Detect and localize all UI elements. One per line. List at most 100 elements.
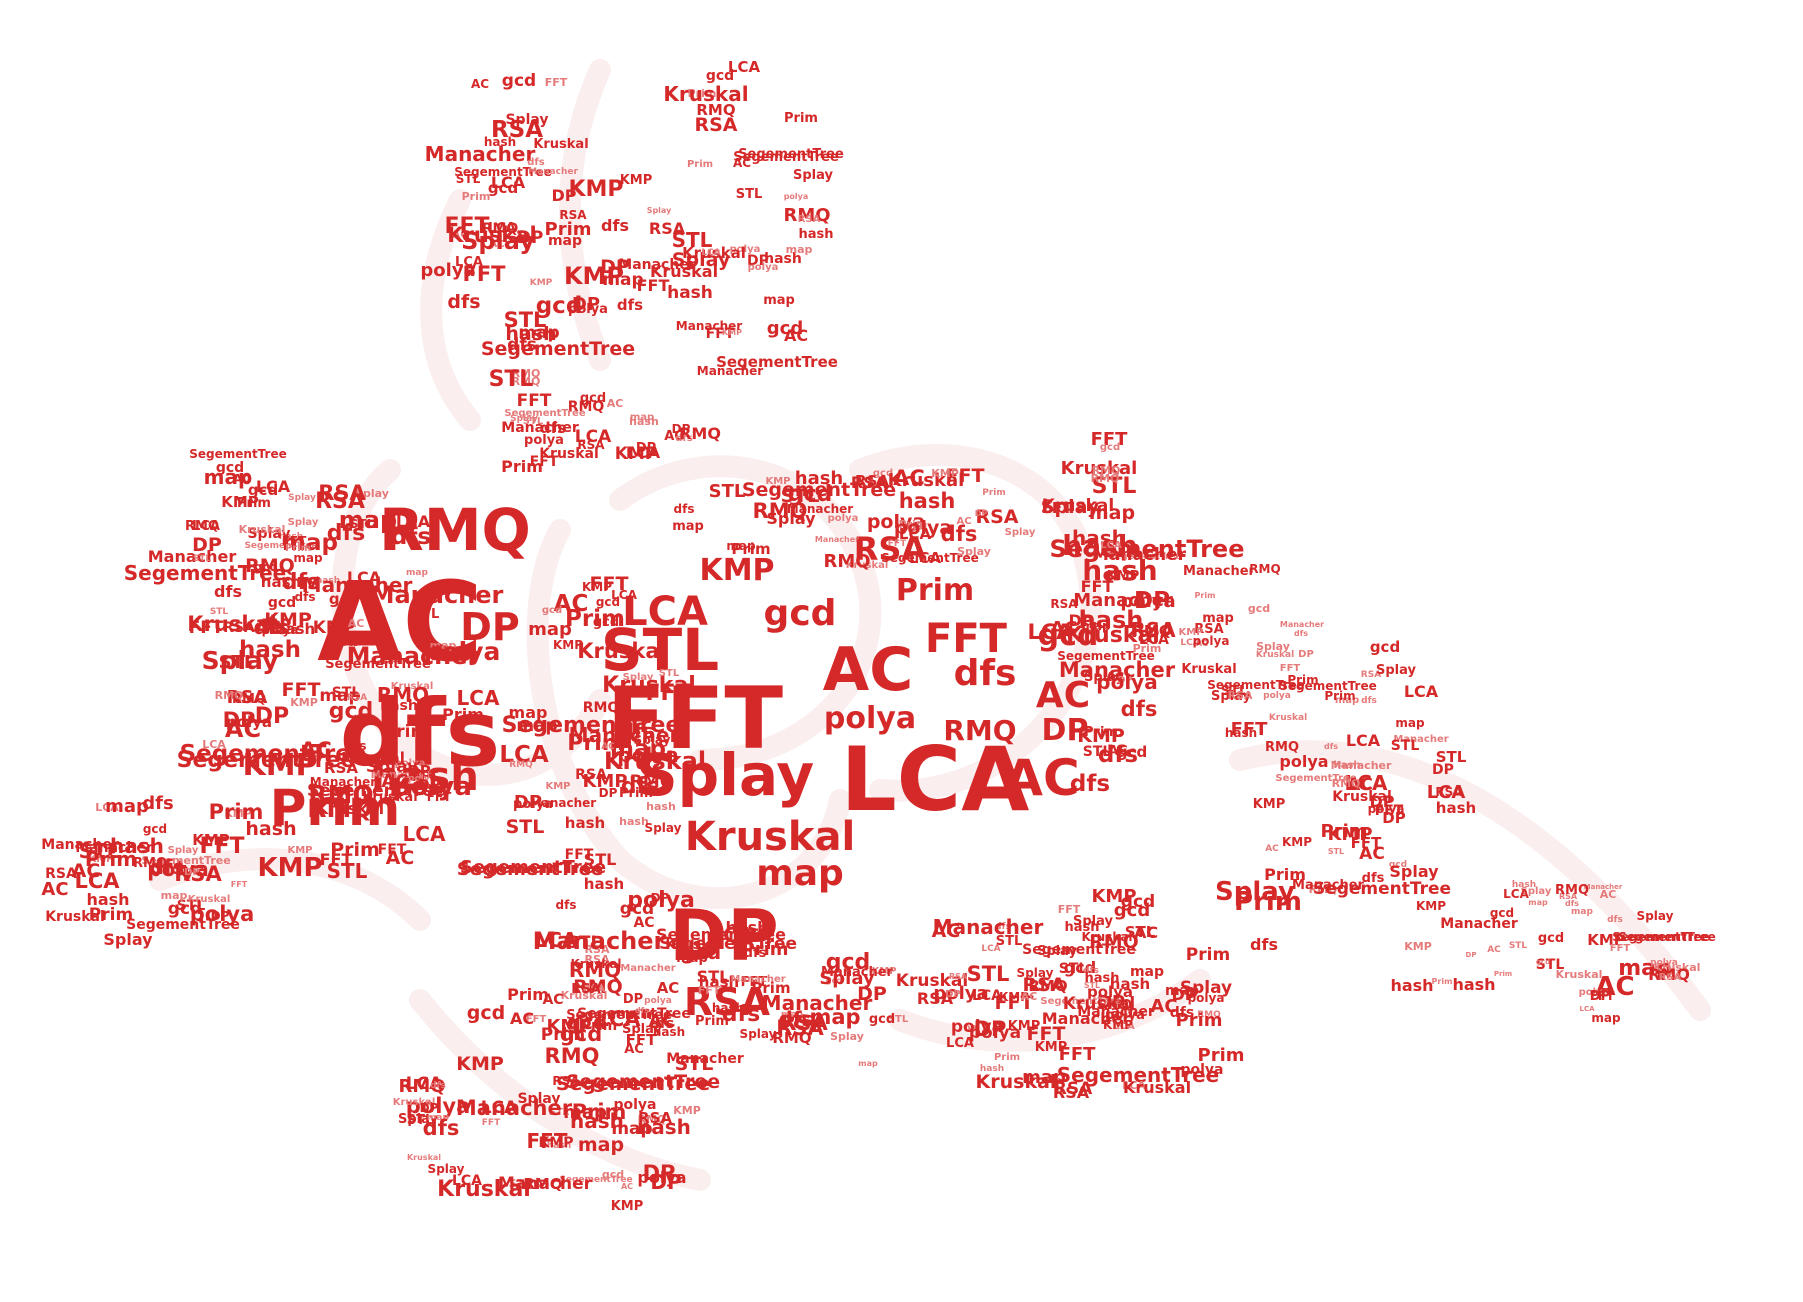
- cloud-word: Kruskal: [1654, 961, 1701, 974]
- cloud-word: STL: [1328, 847, 1344, 856]
- cloud-word: KMP: [1404, 940, 1432, 953]
- cloud-word: gcd: [826, 976, 842, 985]
- cloud-word: map: [1571, 907, 1593, 917]
- cloud-word: map: [602, 270, 643, 290]
- cloud-word: Prim: [695, 1014, 729, 1029]
- cloud-word: RSA: [552, 1074, 580, 1088]
- cloud-word: Splay: [1256, 640, 1290, 653]
- cloud-word: SegementTree: [559, 1175, 632, 1185]
- cloud-word: KMP: [1107, 569, 1140, 584]
- cloud-word: AC: [956, 516, 971, 527]
- cloud-word: Prim: [687, 159, 713, 170]
- cloud-word: STL: [210, 607, 229, 617]
- cloud-word: polya: [406, 1094, 471, 1118]
- cloud-word: Kruskal: [539, 446, 599, 462]
- cloud-word: map: [858, 1059, 878, 1068]
- cloud-word: STL: [888, 1014, 909, 1025]
- cloud-word: KMP: [1587, 931, 1625, 949]
- cloud-word: map: [105, 796, 149, 817]
- cloud-word: AC: [542, 992, 563, 1008]
- cloud-word: polya: [1579, 987, 1610, 998]
- cloud-word: Splay: [168, 845, 199, 856]
- cloud-word: gcd: [329, 699, 374, 724]
- cloud-word: FFT: [282, 679, 321, 701]
- cloud-word: dfs: [430, 1081, 446, 1091]
- cloud-word: RSA: [347, 693, 367, 703]
- cloud-word: Manacher: [528, 167, 578, 177]
- cloud-word: LCA: [728, 58, 761, 76]
- cloud-word: KMP: [1416, 899, 1446, 913]
- cloud-word: Kruskal: [846, 560, 889, 571]
- cloud-word: gcd: [1538, 931, 1564, 946]
- cloud-word: AC: [1196, 639, 1208, 648]
- cloud-word: Kruskal: [896, 971, 968, 991]
- cloud-word: map: [516, 716, 557, 736]
- cloud-word: polya: [951, 1017, 1003, 1037]
- cloud-word: Kruskal: [393, 1097, 436, 1108]
- cloud-word: Kruskal: [187, 612, 276, 636]
- cloud-word: STL: [1092, 474, 1137, 499]
- cloud-word: Splay: [645, 821, 682, 835]
- cloud-word: STL: [1221, 684, 1248, 699]
- cloud-word: Manacher: [618, 257, 696, 273]
- cloud-word: Splay: [1017, 966, 1054, 980]
- cloud-word: AC: [621, 1182, 633, 1191]
- cloud-word: map: [509, 703, 548, 722]
- cloud-word: RMQ: [1265, 740, 1299, 755]
- cloud-word: LCA: [1180, 638, 1199, 648]
- cloud-word: Manacher: [456, 1096, 573, 1120]
- cloud-word: Kruskal: [362, 790, 417, 805]
- cloud-word: STL: [601, 616, 719, 684]
- cloud-word: polya: [1368, 802, 1405, 816]
- cloud-word: SegementTree: [716, 353, 838, 371]
- cloud-word: DP: [460, 605, 519, 649]
- cloud-word: RMQ: [1332, 777, 1361, 790]
- cloud-word: Manacher: [666, 1051, 744, 1067]
- cloud-word: Splay: [398, 1112, 438, 1127]
- cloud-word: FFT: [1081, 577, 1114, 596]
- cloud-word: DP: [599, 786, 618, 800]
- cloud-word: RSA: [975, 506, 1018, 528]
- cloud-word: Manacher: [1584, 883, 1623, 891]
- cloud-word: hash: [712, 1001, 744, 1015]
- cloud-word: Splay: [740, 1027, 777, 1041]
- cloud-word: Splay: [672, 249, 731, 271]
- cloud-word: DP: [192, 534, 222, 556]
- cloud-word: DP: [460, 650, 480, 665]
- cloud-word: RMQ: [696, 101, 735, 119]
- cloud-word: Splay: [1389, 862, 1439, 881]
- cloud-word: RMQ: [482, 221, 519, 237]
- cloud-word: map: [1089, 502, 1135, 524]
- cloud-word: DP: [517, 228, 544, 248]
- cloud-word: STL: [509, 1177, 531, 1190]
- cloud-word: polya: [147, 857, 208, 881]
- cloud-word: KMP: [1008, 1019, 1041, 1034]
- cloud-word: dfs: [1565, 899, 1579, 908]
- cloud-word: KMP: [264, 609, 312, 631]
- cloud-word: map: [528, 619, 572, 640]
- cloud-word: DP: [650, 1170, 681, 1194]
- cloud-word: DP: [623, 992, 643, 1007]
- cloud-word: Splay: [461, 227, 535, 255]
- cloud-word: SegementTree: [1022, 942, 1136, 958]
- cloud-word: Kruskal: [650, 262, 718, 281]
- cloud-word: SegementTree: [460, 857, 606, 878]
- cloud-word: RMQ: [772, 1029, 811, 1047]
- cloud-word: RMQ: [679, 424, 721, 443]
- cloud-word: Splay: [247, 526, 290, 542]
- cloud-word: RMQ: [1028, 977, 1067, 995]
- cloud-word: map: [786, 243, 813, 256]
- cloud-word: STL: [1436, 748, 1467, 766]
- cloud-word: STL: [1083, 744, 1112, 760]
- cloud-word: Kruskal: [1081, 930, 1132, 944]
- cloud-word: FFT: [1590, 989, 1615, 1003]
- cloud-word: FFT: [526, 1014, 547, 1025]
- cloud-word: RMQ: [630, 772, 674, 792]
- cloud-word: Prim: [1324, 689, 1355, 703]
- cloud-word: Kruskal: [888, 470, 965, 491]
- cloud-word: hash: [1334, 760, 1361, 771]
- cloud-word: AC: [733, 156, 751, 170]
- cloud-word: Prim: [1186, 945, 1230, 965]
- cloud-word: gcd: [764, 593, 837, 634]
